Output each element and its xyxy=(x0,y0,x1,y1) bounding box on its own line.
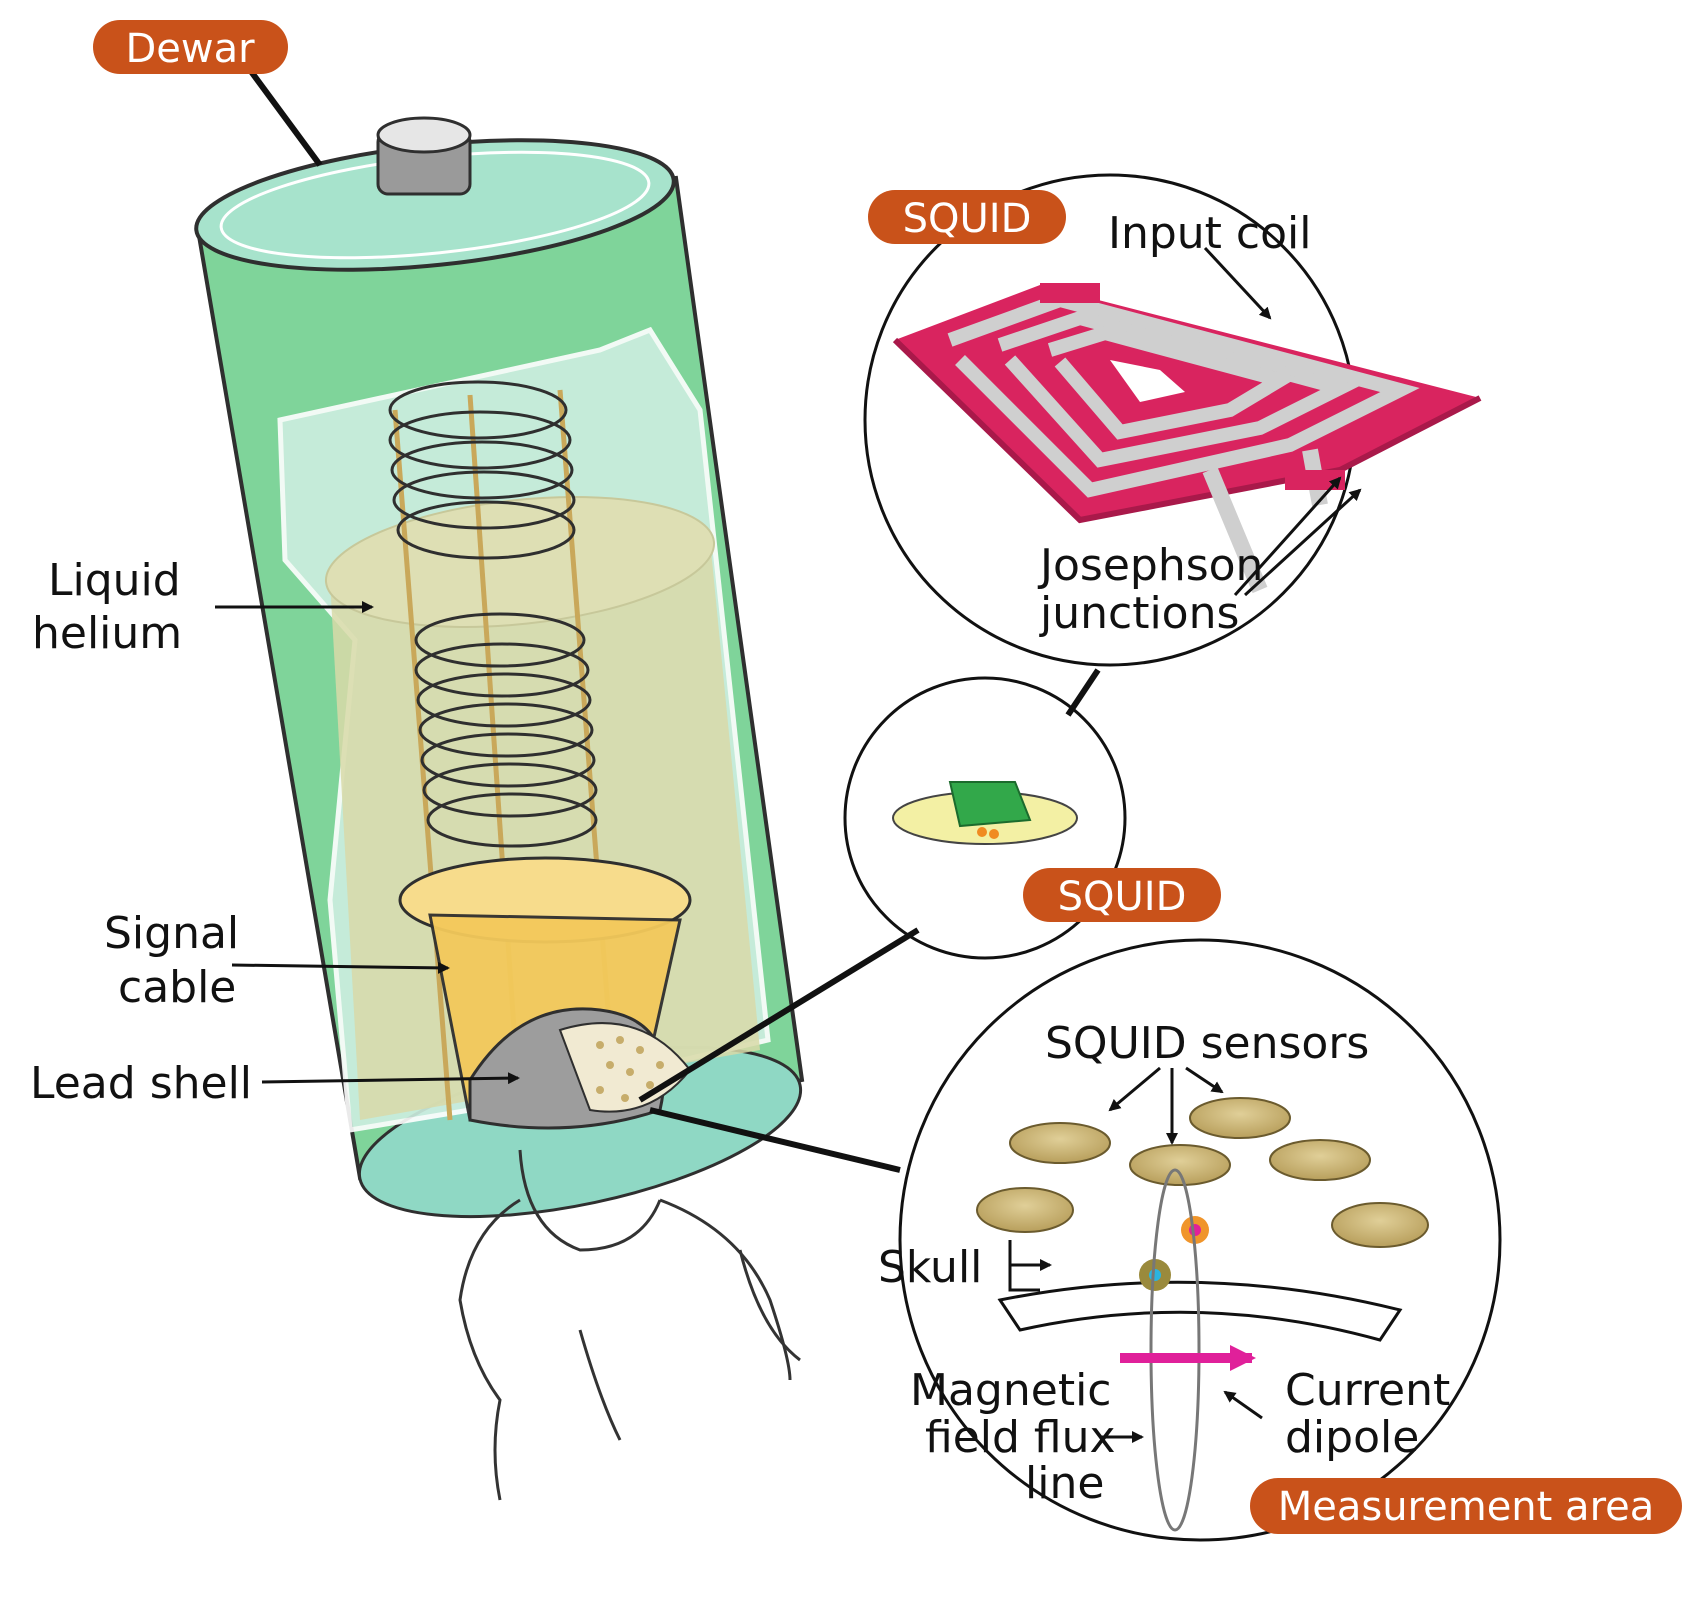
chip-center-hole xyxy=(1110,360,1185,402)
squid-sensor-disc xyxy=(976,1187,1074,1233)
magnetic-flux-line xyxy=(1149,1168,1201,1532)
head-outline xyxy=(458,1149,801,1501)
squid-disc-junction-1 xyxy=(977,827,987,837)
tag-dewar-bg xyxy=(93,20,288,74)
label-magnetic-3: line xyxy=(1025,1458,1104,1509)
label-liquid-helium-1: Liquid xyxy=(48,555,181,606)
label-josephson-1: Josephson xyxy=(1037,540,1263,591)
connector-top-to-small xyxy=(1065,668,1101,717)
label-current-2: dipole xyxy=(1285,1412,1419,1463)
liquid-helium-surface xyxy=(324,496,716,628)
tag-squid-top-text: SQUID xyxy=(903,196,1032,242)
squid-disc-junction-2 xyxy=(989,829,999,839)
squid-sensor-disc xyxy=(1269,1139,1371,1181)
helmet-dots xyxy=(596,1036,664,1102)
squid-chip-edge xyxy=(892,337,1482,524)
label-signal-cable-2: cable xyxy=(118,962,236,1013)
tag-dewar: Dewar xyxy=(93,20,288,74)
label-input-coil: Input coil xyxy=(1108,208,1311,259)
label-lead-shell: Lead shell xyxy=(30,1058,252,1109)
input-coil-trace xyxy=(947,292,1420,498)
measurement-view xyxy=(649,938,1502,1542)
squid-tab xyxy=(1040,283,1100,303)
tag-squid-mid-text: SQUID xyxy=(1058,874,1187,920)
squid-sensor-group xyxy=(976,1097,1429,1248)
squid-sensor-disc xyxy=(1331,1202,1429,1248)
label-skull: Skull xyxy=(878,1242,982,1293)
tag-dewar-text: Dewar xyxy=(125,26,255,72)
skull-arc xyxy=(997,1280,1403,1342)
source-spot-2-core xyxy=(1149,1269,1161,1281)
squid-disc-chip xyxy=(948,781,1032,828)
label-liquid-helium-2: helium xyxy=(32,608,182,659)
connector-dewar-to-measure xyxy=(649,1107,901,1173)
tag-measurement-area: Measurement area xyxy=(1250,1478,1682,1534)
connector-small-to-dewar xyxy=(638,927,920,1103)
tag-measurement-bg xyxy=(1250,1478,1682,1534)
label-magnetic-2: field flux xyxy=(925,1412,1116,1463)
josephson-pad xyxy=(1285,470,1345,490)
leader-lines xyxy=(215,68,1362,1443)
label-current-1: Current xyxy=(1285,1365,1450,1416)
tag-measurement-text: Measurement area xyxy=(1278,1484,1655,1530)
tag-squid-mid: SQUID xyxy=(1023,868,1221,922)
label-squid-sensors: SQUID sensors xyxy=(1045,1018,1369,1069)
squid-sensor-disc xyxy=(1009,1122,1111,1164)
squid-sensor-disc xyxy=(1129,1144,1231,1186)
label-signal-cable-1: Signal xyxy=(104,908,239,959)
squid-chip-view xyxy=(863,173,1482,667)
label-magnetic-1: Magnetic xyxy=(910,1365,1111,1416)
dewar-cylinder xyxy=(194,116,805,1219)
tag-squid-top: SQUID xyxy=(868,190,1066,244)
dewar-cap-top xyxy=(376,116,472,154)
source-spot-1-core xyxy=(1189,1224,1201,1236)
label-josephson-2: junctions xyxy=(1039,588,1239,639)
tag-squid-mid-bg xyxy=(1023,868,1221,922)
tag-squid-top-bg xyxy=(868,190,1066,244)
squid-chip-substrate xyxy=(895,285,1480,520)
squid-sensor-disc xyxy=(1189,1097,1291,1139)
